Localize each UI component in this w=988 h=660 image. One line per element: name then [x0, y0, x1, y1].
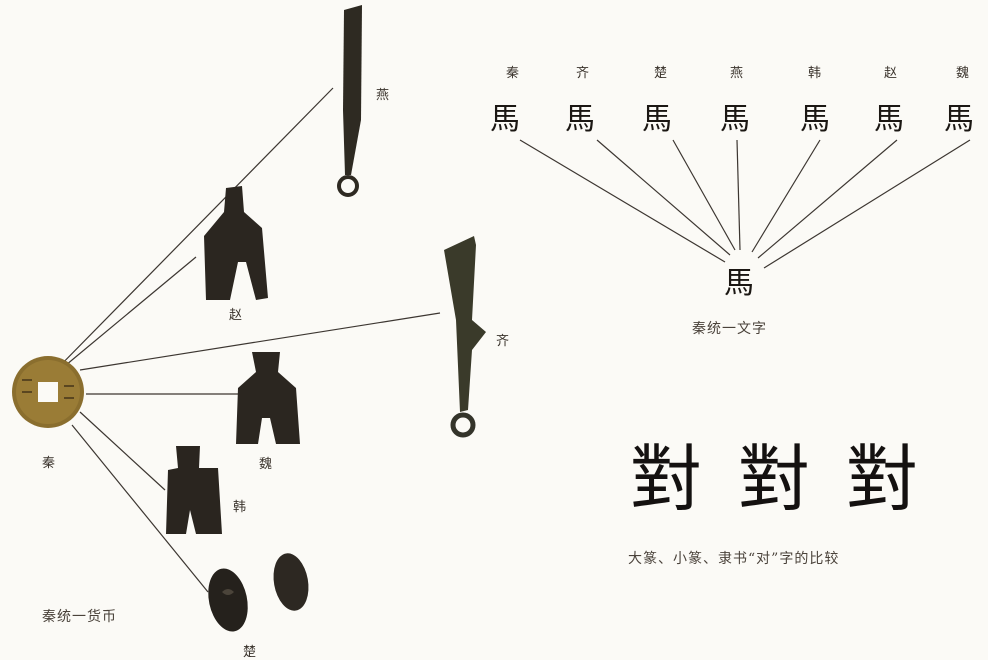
glyph-zhao: 馬 [874, 102, 904, 137]
label-chu: 楚 [243, 645, 257, 660]
state-name-zhao: 赵 [884, 66, 898, 81]
glyph-chu: 馬 [642, 102, 672, 137]
label-yan: 燕 [376, 88, 390, 103]
state-name-han: 韩 [808, 66, 822, 81]
state-name-qi: 齐 [576, 66, 590, 81]
qi-knife-coin [444, 236, 486, 438]
dui-dazhuan: 對 [630, 437, 717, 521]
dui-caption: 大篆、小篆、隶书“对”字的比较 [628, 551, 840, 567]
zhao-spade-coin [204, 186, 268, 300]
glyph-wei: 馬 [944, 102, 974, 137]
glyph-yan: 馬 [720, 102, 750, 137]
state-name-chu: 楚 [654, 66, 668, 81]
label-qin: 秦 [42, 456, 56, 471]
state-name-wei: 魏 [956, 66, 970, 81]
glyph-qin: 馬 [490, 102, 520, 137]
label-qi: 齐 [496, 334, 510, 349]
label-han: 韩 [233, 500, 247, 515]
currency-caption: 秦统一货币 [42, 609, 117, 625]
glyph-unified: 馬 [724, 266, 754, 301]
chu-antnose-coins [208, 553, 309, 632]
label-zhao: 赵 [229, 308, 243, 323]
yan-knife-coin [337, 5, 362, 197]
glyph-han: 馬 [800, 102, 830, 137]
qin-ban-liang-coin [12, 356, 84, 428]
glyph-qi: 馬 [565, 102, 595, 137]
script-caption: 秦统一文字 [692, 321, 767, 337]
dui-xiaozhuan: 對 [738, 437, 825, 521]
han-spade-coin [166, 446, 222, 534]
dui-lishu: 對 [846, 437, 933, 521]
label-wei: 魏 [259, 457, 273, 472]
state-name-qin: 秦 [506, 66, 520, 81]
wei-spade-coin [236, 352, 300, 444]
state-name-yan: 燕 [730, 66, 744, 81]
